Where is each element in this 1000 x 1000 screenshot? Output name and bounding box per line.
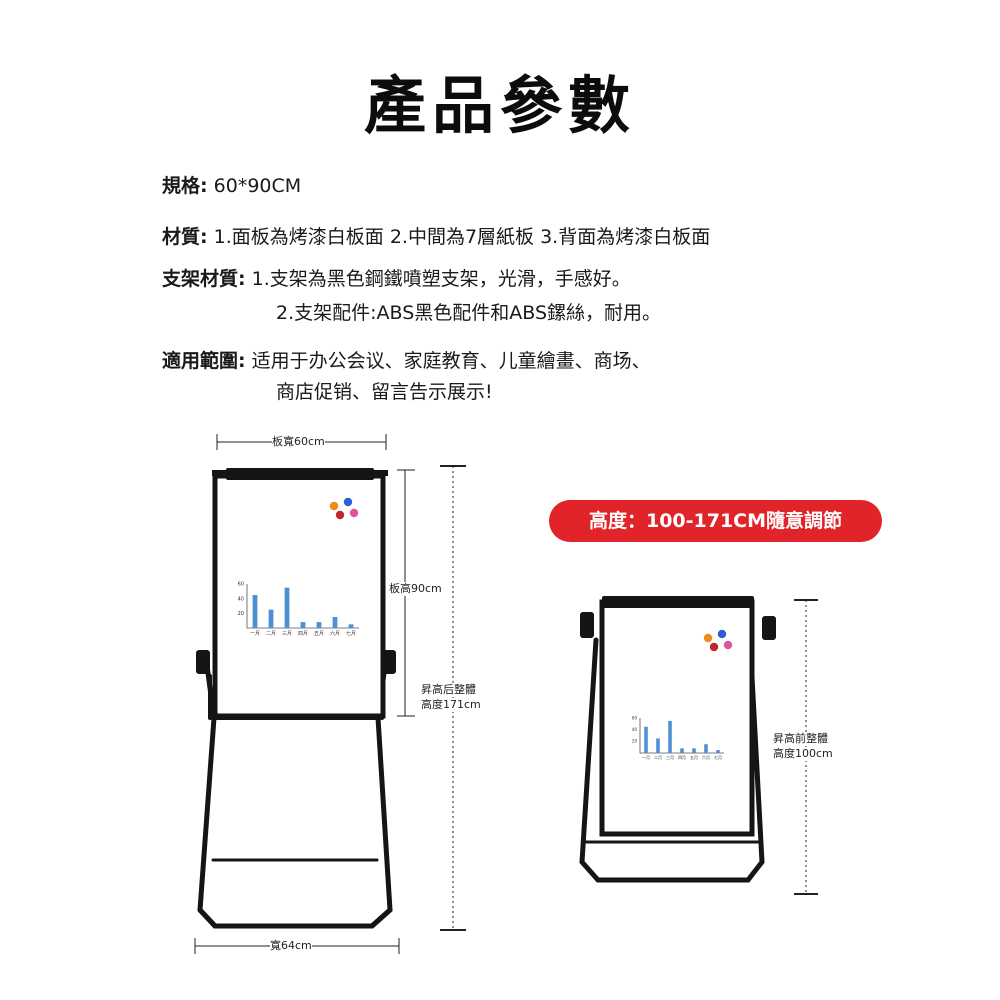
page-title: 產品參數 <box>363 69 636 142</box>
chart-bar <box>704 744 708 753</box>
pink-magnet <box>723 640 733 650</box>
board-width-label: 板寬60cm <box>272 435 325 449</box>
spec-size: 規格: 60*90CM <box>162 171 301 198</box>
spec-scope-line2: 商店促销、留言告示展示! <box>276 381 493 403</box>
spec-size-value: 60*90CM <box>207 175 302 197</box>
spec-frame-label: 支架材質: <box>162 268 246 290</box>
pink-magnet <box>349 508 359 518</box>
chart-x-tick: 七月 <box>346 630 356 637</box>
chart-x-tick: 三月 <box>282 631 292 637</box>
lowered-stand <box>579 612 776 883</box>
chart-bar <box>284 587 290 628</box>
orange-magnet <box>329 501 339 511</box>
chart-x-tick: 四月 <box>678 755 686 760</box>
board-height-label: 板高90cm <box>389 582 442 596</box>
orange-magnet <box>703 633 713 643</box>
chart-x-tick: 七月 <box>714 754 722 760</box>
blue-magnet <box>343 497 353 507</box>
spec-size-label: 規格: <box>162 175 208 197</box>
chart-x-tick: 一月 <box>642 755 650 760</box>
spec-frame-line1: 1.支架為黑色鋼鐵噴塑支架，光滑，手感好。 <box>245 268 631 290</box>
base-width-label: 寬64cm <box>270 939 312 953</box>
chart-bar <box>680 748 684 753</box>
bar-chart-lowered: 一月二月三月四月五月六月七月 60 40 20 <box>632 715 724 760</box>
chart-y-tick: 60 <box>238 582 244 588</box>
chart-x-tick: 五月 <box>314 631 324 637</box>
chart-x-tick: 一月 <box>250 631 260 637</box>
chart-x-tick: 四月 <box>298 631 308 637</box>
height-badge: 高度：100-171CM隨意調節 <box>549 500 882 542</box>
lowered-board <box>599 596 755 837</box>
blue-magnet <box>717 629 727 639</box>
chart-bar <box>668 720 672 753</box>
chart-bar <box>252 595 258 628</box>
spec-material-label: 材質: <box>162 226 208 248</box>
spec-scope-line1: 适用于办公会议、家庭教育、儿童繪畫、商场、 <box>245 350 651 372</box>
spec-material-value: 1.面板為烤漆白板面 2.中間為7層紙板 3.背面為烤漆白板面 <box>207 226 711 248</box>
spec-frame: 支架材質: 1.支架為黑色鋼鐵噴塑支架，光滑，手感好。 <box>162 264 631 291</box>
chart-bar <box>300 622 306 628</box>
chart-bar <box>316 622 322 628</box>
red-magnet <box>335 510 345 520</box>
magnets-raised <box>329 497 359 520</box>
chart-bar <box>716 750 720 753</box>
chart-bar <box>656 738 660 753</box>
bar-chart-raised: 一月二月三月四月五月六月七月 60 40 20 <box>238 582 359 637</box>
chart-bar <box>332 617 338 628</box>
chart-y-tick: 40 <box>632 727 638 732</box>
red-magnet <box>709 642 719 652</box>
chart-x-tick: 二月 <box>654 755 662 760</box>
chart-x-tick: 六月 <box>702 754 710 760</box>
chart-bar <box>348 624 354 628</box>
chart-y-tick: 60 <box>632 715 638 720</box>
lowered-height-label-1: 昇高前整體 <box>773 732 828 746</box>
chart-x-tick: 六月 <box>330 630 340 637</box>
chart-bar <box>268 609 274 628</box>
chart-x-tick: 二月 <box>266 631 276 637</box>
chart-y-tick: 20 <box>238 611 244 617</box>
chart-x-tick: 三月 <box>666 755 674 760</box>
spec-scope: 適用範圍: 适用于办公会议、家庭教育、儿童繪畫、商场、 <box>162 346 651 373</box>
chart-x-tick: 五月 <box>690 755 698 760</box>
chart-bar <box>644 726 648 753</box>
chart-bar <box>692 748 696 753</box>
magnets-lowered <box>703 629 733 652</box>
chart-y-tick: 40 <box>238 596 244 602</box>
chart-axis <box>639 718 724 754</box>
spec-frame-line2: 2.支架配件:ABS黑色配件和ABS鏍絲，耐用。 <box>276 302 662 324</box>
chart-y-tick: 20 <box>632 739 638 744</box>
raised-height-label-2: 高度171cm <box>421 698 481 712</box>
raised-board <box>212 468 388 719</box>
lowered-height-label-2: 高度100cm <box>773 747 833 761</box>
chart-axis <box>246 584 359 629</box>
raised-height-label-1: 昇高后整體 <box>421 683 476 697</box>
spec-material: 材質: 1.面板為烤漆白板面 2.中間為7層紙板 3.背面為烤漆白板面 <box>162 222 710 249</box>
spec-scope-label: 適用範圍: <box>162 350 246 372</box>
